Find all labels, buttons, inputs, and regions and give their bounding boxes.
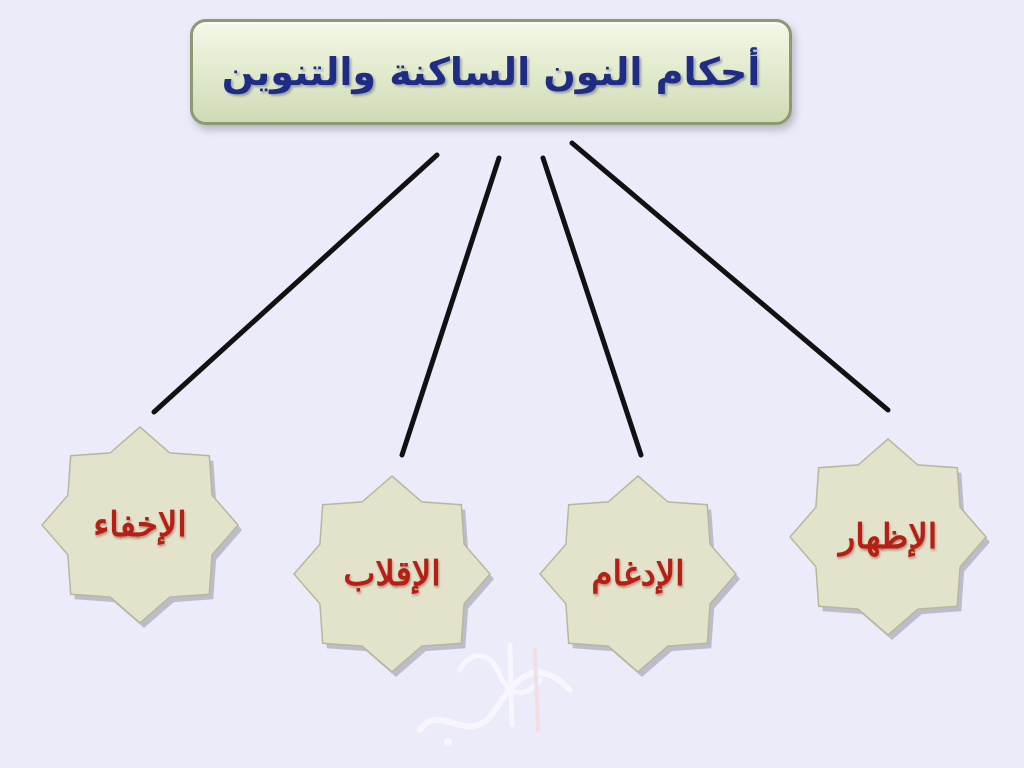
eight-point-star-icon xyxy=(789,438,990,640)
diagram-title: أحكام النون الساكنة والتنوين xyxy=(221,50,761,94)
eight-point-star-icon xyxy=(293,475,494,677)
calligraphy-watermark-icon xyxy=(417,642,573,746)
branch-node-ikhfa: الإخفاء xyxy=(40,425,242,628)
branch-node-izhar: الإظهار xyxy=(788,437,990,640)
branch-label-ikhfa: الإخفاء xyxy=(93,505,187,545)
title-box: أحكام النون الساكنة والتنوين xyxy=(190,19,792,125)
connector-iqlab xyxy=(399,155,502,458)
connector-idgham xyxy=(540,155,644,458)
branch-label-izhar: الإظهار xyxy=(838,517,938,557)
connector-ikhfa xyxy=(151,152,440,415)
connector-izhar xyxy=(569,140,891,413)
eight-point-star-icon xyxy=(539,475,740,677)
branch-label-iqlab: الإقلاب xyxy=(343,554,441,594)
eight-point-star-icon xyxy=(41,426,242,628)
branch-node-idgham: الإدغام xyxy=(538,474,740,677)
branch-node-iqlab: الإقلاب xyxy=(292,474,494,677)
branch-label-idgham: الإدغام xyxy=(591,554,685,594)
